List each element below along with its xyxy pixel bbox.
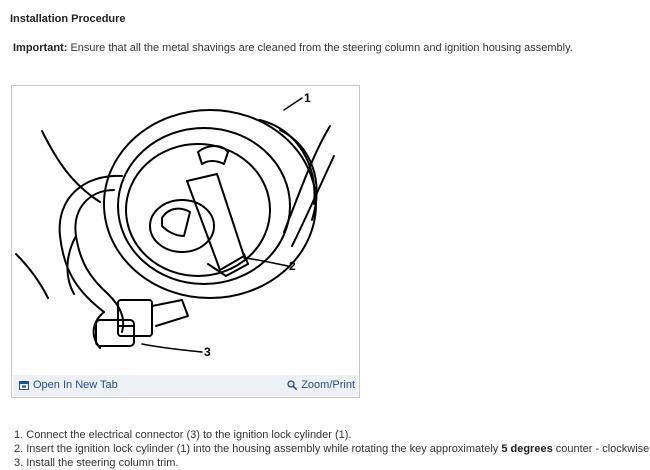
step-item: 2. Insert the ignition lock cylinder (1)…	[14, 442, 650, 456]
important-note: Important: Ensure that all the metal sha…	[13, 42, 573, 54]
step-text: counter - clockwise.	[552, 443, 650, 455]
step-item: 3. Install the steering column trim.	[14, 456, 650, 470]
important-label: Important:	[13, 42, 68, 54]
step-text: Install the steering column trim.	[23, 457, 179, 469]
zoom-print-link[interactable]: Zoom/Print	[287, 379, 355, 391]
step-emphasis: 5 degrees	[501, 443, 553, 455]
important-text: Ensure that all the metal shavings are c…	[67, 42, 573, 54]
step-text: Insert the ignition lock cylinder (1) in…	[23, 443, 502, 455]
callout-1: 1	[304, 91, 311, 105]
callout-2: 2	[289, 259, 296, 273]
step-item: 1. Connect the electrical connector (3) …	[14, 428, 650, 442]
procedure-steps: 1. Connect the electrical connector (3) …	[14, 428, 650, 470]
step-number: 3.	[14, 457, 24, 469]
new-tab-icon	[19, 380, 29, 390]
step-number: 2.	[14, 443, 24, 455]
section-title: Installation Procedure	[10, 13, 126, 25]
ignition-lock-illustration: 1 2 3	[15, 91, 335, 359]
step-text: Connect the electrical connector (3) to …	[23, 429, 352, 441]
open-in-new-tab-link[interactable]: Open In New Tab	[19, 379, 118, 391]
callout-3: 3	[204, 345, 211, 359]
open-in-new-tab-label: Open In New Tab	[33, 379, 118, 391]
magnifier-icon	[287, 380, 298, 390]
figure-box: 1 2 3 Open In New Tab Zoom/Print	[11, 85, 360, 398]
step-number: 1.	[14, 429, 24, 441]
zoom-print-label: Zoom/Print	[301, 379, 355, 391]
figure-toolbar: Open In New Tab Zoom/Print	[13, 375, 358, 396]
